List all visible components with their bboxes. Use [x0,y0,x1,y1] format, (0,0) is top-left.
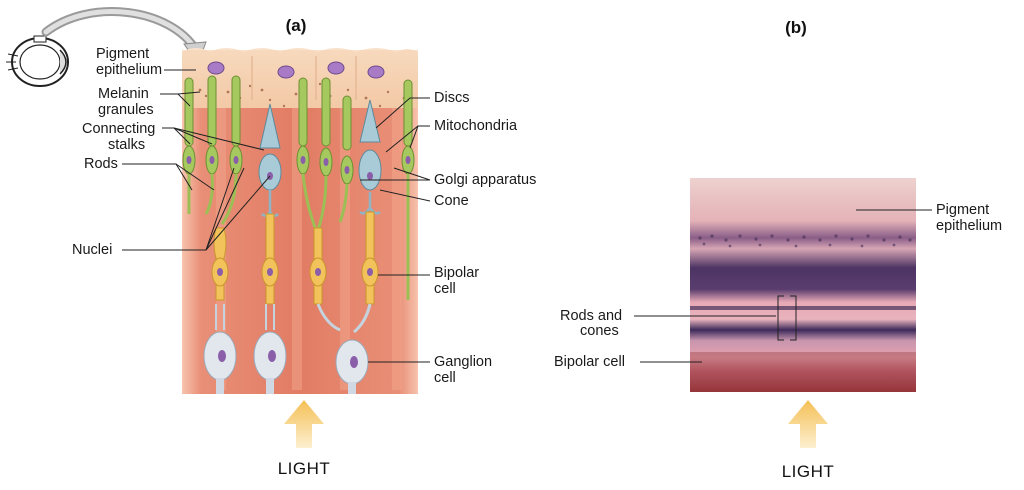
rod-cell [182,77,196,214]
eye-icon [6,35,69,87]
panel-a-right-labels: Discs Mitochondria Golgi apparatus Cone … [360,90,536,386]
panel-b-title: (b) [785,18,807,37]
rod-cells [182,75,415,300]
label-bipolar-l1: Bipolar [434,265,479,281]
panel-a-title: (a) [286,16,307,35]
cone-cell [258,103,282,217]
rod-cell [338,95,354,223]
panel-a-left-labels: Pigment epithelium Melanin granules Conn… [72,46,271,258]
rod-cell [296,77,318,231]
panel-b-labels: Pigment epithelium Rods and cones Bipola… [554,202,1002,370]
label-ganglion-l1: Ganglion [434,354,492,370]
label-nuclei: Nuclei [72,242,112,258]
label-b-rods-l2: cones [580,323,619,339]
label-b-pigment-l2: epithelium [936,218,1002,234]
bipolar-cell [211,227,229,301]
bipolar-cell [261,213,279,305]
label-discs: Discs [434,90,469,106]
rod-cell [316,77,333,231]
rod-cell [401,79,415,300]
light-arrow-icon [788,400,828,448]
label-b-bipolar: Bipolar cell [554,354,625,370]
label-ganglion-l2: cell [434,370,456,386]
light-arrow-icon [284,400,324,448]
rods-cones-bracket [777,295,797,341]
rod-cell [204,75,219,215]
ganglion-cell [203,304,237,394]
label-pigment-epithelium-l2: epithelium [96,62,162,78]
label-melanin-l1: Melanin [98,86,149,102]
histology-micrograph [690,178,916,392]
panel-b-light-label: LIGHT [782,462,835,481]
label-b-pigment-l1: Pigment [936,202,989,218]
label-mitochondria: Mitochondria [434,118,518,134]
label-rods: Rods [84,156,118,172]
label-melanin-l2: granules [98,102,154,118]
label-b-rods-l1: Rods and [560,308,622,324]
ganglion-cells [203,303,372,394]
label-bipolar-l2: cell [434,281,456,297]
bipolar-cell [361,211,379,305]
bipolar-cell [309,227,327,305]
label-cone: Cone [434,193,469,209]
panel-a-light-label: LIGHT [278,459,331,478]
rod-cell [220,75,243,225]
label-golgi: Golgi apparatus [434,172,536,188]
label-connecting-l2: stalks [108,137,145,153]
bipolar-cells [211,211,379,305]
label-pigment-epithelium-l1: Pigment [96,46,149,62]
cone-cells [258,99,382,217]
label-connecting-l1: Connecting [82,121,155,137]
ganglion-cell [253,304,287,394]
